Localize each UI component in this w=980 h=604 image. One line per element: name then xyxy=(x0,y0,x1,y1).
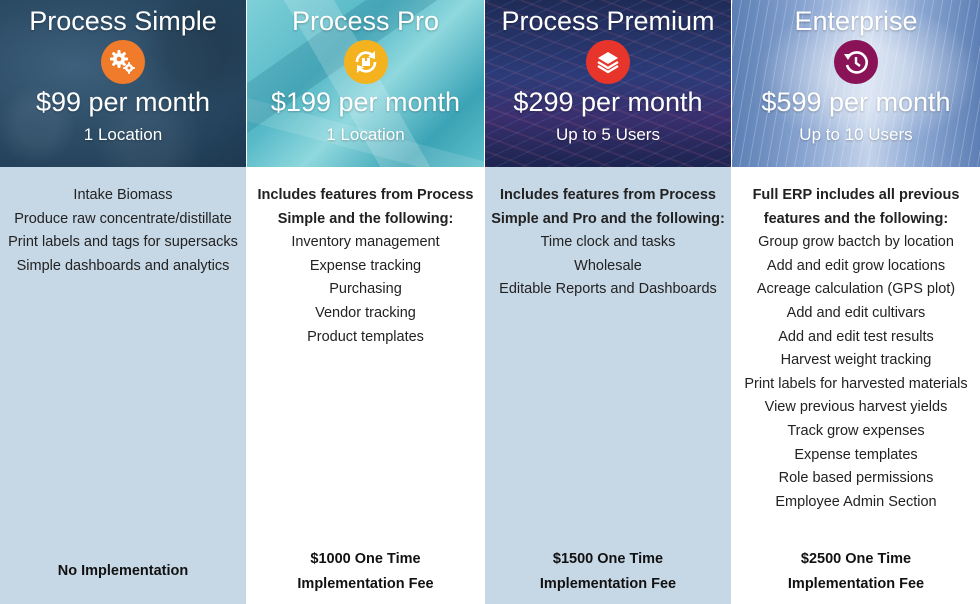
implementation-fee-line: Implementation Fee xyxy=(297,576,434,592)
plan-limit: Up to 10 Users xyxy=(799,125,913,144)
feature-item: Employee Admin Section xyxy=(775,493,937,510)
gears-icon xyxy=(101,40,145,84)
feature-list: Intake Biomass Produce raw concentrate/d… xyxy=(0,167,246,278)
plan-price: $199 per month xyxy=(270,87,461,117)
feature-list: Includes features from Process Simple an… xyxy=(485,167,731,302)
plan-limit: Up to 5 Users xyxy=(556,125,660,144)
feature-item: Expense templates xyxy=(794,446,918,463)
plan-features-panel: Includes features from Process Simple an… xyxy=(485,167,731,604)
feature-item: Simple dashboards and analytics xyxy=(16,257,230,274)
feature-intro: Includes features from Process xyxy=(500,187,716,203)
feature-item: Produce raw concentrate/distillate xyxy=(14,210,232,227)
feature-item: Print labels for harvested materials xyxy=(744,375,968,392)
feature-intro: Simple and Pro and the following: xyxy=(491,210,725,227)
implementation-fee: $1500 One Time Implementation Fee xyxy=(485,547,731,597)
feature-item: Inventory management xyxy=(291,234,440,251)
feature-item: Add and edit cultivars xyxy=(786,304,926,321)
plan-name: Process Simple xyxy=(29,6,217,36)
feature-list: Full ERP includes all previous features … xyxy=(732,167,980,514)
feature-item: Role based permissions xyxy=(778,470,934,487)
feature-list: Includes features from Process Simple an… xyxy=(247,167,484,349)
implementation-fee: $1000 One Time Implementation Fee xyxy=(247,547,484,597)
plan-features-panel: Intake Biomass Produce raw concentrate/d… xyxy=(0,167,246,604)
implementation-fee-line: Implementation Fee xyxy=(787,576,925,592)
plan-column-process-premium: Process Premium $299 per month Up to 5 U… xyxy=(485,0,732,604)
feature-item: Vendor tracking xyxy=(315,304,416,321)
plan-column-process-simple: Process Simple xyxy=(0,0,247,604)
plan-limit: 1 Location xyxy=(326,125,405,144)
implementation-fee-line: $2500 One Time xyxy=(800,551,912,567)
feature-intro: Includes features from Process xyxy=(257,187,474,203)
plan-features-panel: Full ERP includes all previous features … xyxy=(732,167,980,604)
layers-icon xyxy=(586,40,630,84)
feature-item: View previous harvest yields xyxy=(764,399,948,416)
feature-item: Group grow bactch by location xyxy=(758,234,954,251)
feature-item: Acreage calculation (GPS plot) xyxy=(756,281,956,298)
history-icon xyxy=(834,40,878,84)
implementation-fee: $2500 One Time Implementation Fee xyxy=(732,547,980,597)
implementation-fee-line: $1500 One Time xyxy=(552,551,664,567)
refresh-box-icon xyxy=(343,40,388,84)
implementation-fee: No Implementation xyxy=(0,559,246,584)
feature-item: Print labels and tags for supersacks xyxy=(8,234,238,251)
implementation-fee-line: Implementation Fee xyxy=(539,576,677,592)
feature-item: Purchasing xyxy=(329,281,402,298)
plan-header: Process Pro $199 per month 1 Location xyxy=(247,0,484,167)
plan-features-panel: Includes features from Process Simple an… xyxy=(247,167,484,604)
plan-header: Process Premium $299 per month Up to 5 U… xyxy=(485,0,731,167)
feature-item: Track grow expenses xyxy=(787,422,925,439)
plan-name: Process Premium xyxy=(501,6,715,36)
plan-price: $99 per month xyxy=(35,87,211,117)
feature-intro: Full ERP includes all previous xyxy=(752,187,960,203)
feature-item: Intake Biomass xyxy=(73,187,173,203)
plan-column-process-pro: Process Pro $199 per month 1 Location xyxy=(247,0,485,604)
plan-price: $599 per month xyxy=(761,87,951,117)
plan-header: Process Simple xyxy=(0,0,246,167)
plan-price: $299 per month xyxy=(513,87,703,117)
feature-item: Add and edit grow locations xyxy=(766,257,946,274)
feature-item: Product templates xyxy=(307,328,424,345)
feature-item: Editable Reports and Dashboards xyxy=(499,281,717,298)
plan-column-enterprise: Enterprise $599 per month Up to 10 Users… xyxy=(732,0,980,604)
feature-intro: Simple and the following: xyxy=(277,210,454,227)
plan-header: Enterprise $599 per month Up to 10 Users xyxy=(732,0,980,167)
plan-limit: 1 Location xyxy=(83,125,163,144)
feature-item: Harvest weight tracking xyxy=(780,352,932,369)
implementation-fee-line: $1000 One Time xyxy=(310,551,421,567)
feature-intro: features and the following: xyxy=(763,210,949,227)
plan-name: Enterprise xyxy=(794,6,918,36)
implementation-fee-line: No Implementation xyxy=(57,563,189,579)
feature-item: Expense tracking xyxy=(309,257,422,274)
feature-item: Wholesale xyxy=(574,257,642,274)
plan-name: Process Pro xyxy=(291,6,440,36)
feature-item: Add and edit test results xyxy=(778,328,934,345)
feature-item: Time clock and tasks xyxy=(540,234,676,251)
